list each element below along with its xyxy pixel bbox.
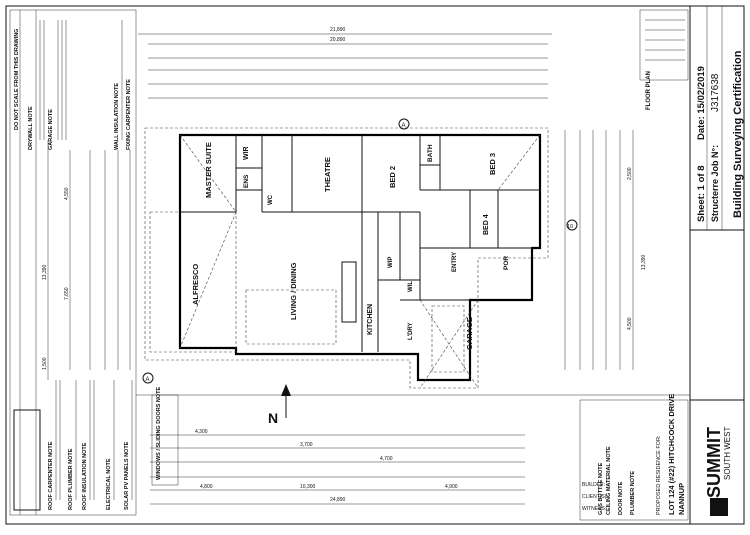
dim-bottom-seg5: 10,300 (300, 484, 316, 490)
section-markers: A A 10 (142, 118, 578, 384)
roof-carpenter-title: ROOF CARPENTER NOTE (48, 441, 54, 510)
dim-top-inner: 20,890 (330, 37, 346, 43)
room-living-dining: LIVING / DINING (289, 262, 298, 320)
room-ens: ENS (243, 174, 250, 188)
brand-name: SUMMIT (704, 427, 724, 498)
dim-left-overall: 13,390 (42, 264, 48, 280)
certification-text: Building Surveying Certification (732, 50, 744, 218)
north-label: N (268, 410, 278, 426)
roof-plumber-title: ROOF PLUMBER NOTE (68, 448, 74, 510)
dim-bottom-seg6: 4,900 (445, 484, 458, 490)
dim-right-b: 4,500 (627, 317, 633, 330)
ceiling-material-title: CEILING MATERIAL NOTE (606, 446, 612, 515)
electrical-note-title: ELECTRICAL NOTE (106, 458, 112, 510)
room-ldry: L'DRY (408, 322, 414, 340)
room-wc-top: WC (268, 194, 274, 205)
room-bed2: BED 2 (388, 166, 397, 188)
job-number: J317638 (710, 73, 721, 112)
lot-address: LOT 124 (#22) HITCHCOCK DRIVE (667, 394, 676, 515)
section-a-left: A (146, 377, 150, 383)
door-note-title: DOOR NOTE (618, 481, 624, 515)
garage-note-title: GARAGE NOTE (48, 109, 54, 150)
room-master-suite: MASTER SUITE (204, 142, 213, 198)
job-label: Structerre Job N°: (710, 145, 720, 222)
proposed-label: PROPOSED RESIDENCE FOR: (656, 435, 662, 515)
left-notes-panel: DO NOT SCALE FROM THIS DRAWING DRYWALL N… (9, 9, 137, 516)
dim-right-c: 2,500 (627, 167, 633, 180)
north-arrow-icon: N (268, 384, 291, 426)
fixing-carpenter-title: FIXING CARPENTER NOTE (126, 79, 132, 150)
section-a-top: A (402, 123, 406, 129)
building-walls (144, 127, 549, 389)
dim-left-b: 7,650 (64, 287, 70, 300)
room-wir: WIR (243, 146, 250, 160)
room-alfresco: ALFRESCO (191, 264, 200, 305)
dont-scale-note: DO NOT SCALE FROM THIS DRAWING (14, 29, 20, 130)
plumber-note-title: PLUMBER NOTE (630, 471, 636, 515)
date-text: Date: 15/02/2019 (696, 66, 707, 140)
room-bed3: BED 3 (488, 153, 497, 175)
bottom-notes-panel: GAS BOTTLE NOTE CEILING MATERIAL NOTE DO… (136, 386, 745, 525)
brand-logo-icon (710, 498, 728, 516)
room-por: POR (503, 256, 510, 270)
gas-bottle-title: GAS BOTTLE NOTE (598, 462, 604, 515)
dim-left-c: 1,500 (42, 357, 48, 370)
dim-top-overall: 21,890 (330, 27, 346, 33)
windows-note-title: WINDOWS / SLIDING DOORS NOTE (156, 386, 162, 480)
dim-left-a: 4,550 (64, 187, 70, 200)
sheet-number: Sheet: 1 of 8 (696, 166, 707, 223)
witness-label: WITNESS: (582, 506, 606, 512)
room-bath: BATH (427, 144, 434, 162)
wall-insulation-title: WALL INSULATION NOTE (114, 83, 120, 150)
floor-plan-label: FLOOR PLAN (646, 71, 652, 110)
room-theatre: THEATRE (323, 157, 332, 192)
suburb-name: NANNUP (677, 483, 686, 515)
dim-bottom-seg1: 4,300 (195, 429, 208, 435)
title-block: Building Surveying Certification Structe… (689, 5, 745, 525)
drywall-note-title: DRYWALL NOTE (28, 106, 34, 150)
dim-bottom-seg3: 4,700 (380, 456, 393, 462)
room-wil: WIL (408, 281, 414, 292)
dim-bottom-seg2: 3,700 (300, 442, 313, 448)
solar-note-title: SOLAR PV PANELS NOTE (124, 441, 130, 510)
room-wip: WIP (388, 257, 394, 268)
room-bed4: BED 4 (483, 214, 490, 235)
brand-sub: SOUTH WEST (723, 427, 732, 480)
floor-plan-schedule: FLOOR PLAN (639, 9, 689, 110)
room-kitchen: KITCHEN (367, 304, 374, 335)
room-entry: ENTRY (452, 252, 458, 272)
roof-insulation-title: ROOF INSULATION NOTE (82, 442, 88, 510)
room-labels: MASTER SUITE WIR ENS WC THEATRE BED 2 BA… (191, 142, 510, 350)
dimension-lines: 21,890 20,890 4,300 3,700 4,700 4,800 10… (42, 27, 647, 505)
dim-bottom-overall: 24,890 (330, 497, 346, 503)
dim-bottom-seg4: 4,800 (200, 484, 213, 490)
section-ref-right: 10 (567, 224, 573, 230)
dim-right-a: 13,390 (641, 254, 647, 270)
client-label: CLIENT(S): (582, 494, 608, 500)
room-garage: GARAGE (465, 317, 474, 350)
builder-label: BUILDER: (582, 482, 605, 488)
